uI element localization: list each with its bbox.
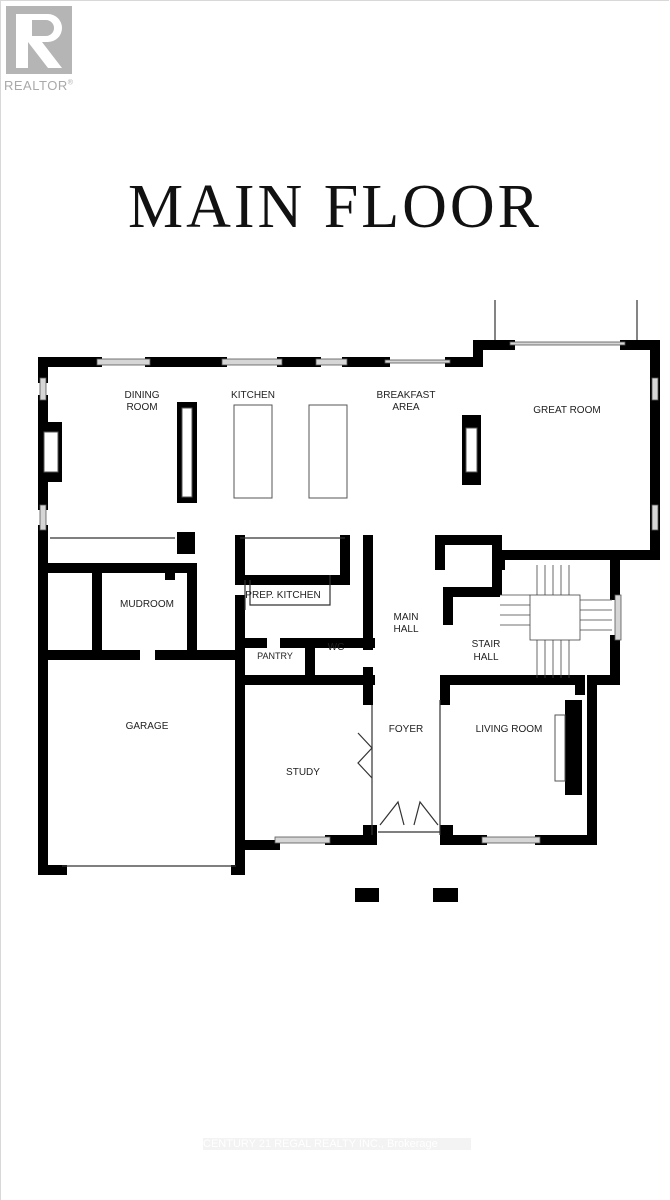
label-pantry: PANTRY	[257, 651, 293, 661]
registered-mark: ®	[67, 79, 74, 87]
page-title: MAIN FLOOR	[127, 173, 543, 241]
label-kitchen: KITCHEN	[231, 390, 275, 401]
label-great-room: GREAT ROOM	[533, 405, 600, 416]
thin-walls	[50, 300, 638, 867]
realtor-r-icon	[6, 6, 72, 74]
realtor-logo: REALTOR®	[4, 4, 74, 93]
label-dining-room: DINING	[125, 390, 160, 401]
logo-text: REALTOR	[4, 78, 68, 93]
label-foyer: FOYER	[389, 724, 423, 735]
kitchen-island	[308, 404, 348, 499]
kitchen-island	[233, 404, 273, 499]
label-mudroom: MUDROOM	[120, 599, 174, 610]
porch-column	[355, 888, 379, 902]
label-prep-kitchen: PREP. KITCHEN	[245, 590, 320, 601]
label-living-room: LIVING ROOM	[476, 724, 543, 735]
label-main-hall: MAIN	[394, 612, 419, 623]
windows	[39, 341, 659, 844]
label-study: STUDY	[286, 767, 320, 778]
label-stair-hall: STAIR	[472, 639, 501, 650]
brokerage-watermark: CENTURY 21 REGAL REALTY INC., Brokerage	[203, 1138, 471, 1150]
stairs	[500, 565, 612, 678]
label-garage: GARAGE	[126, 721, 169, 732]
fireplace-living-room	[565, 700, 582, 795]
label-wc: WC	[328, 642, 345, 653]
porch-column	[433, 888, 458, 902]
label-breakfast-area: BREAKFAST	[377, 390, 436, 401]
walls	[38, 340, 660, 875]
